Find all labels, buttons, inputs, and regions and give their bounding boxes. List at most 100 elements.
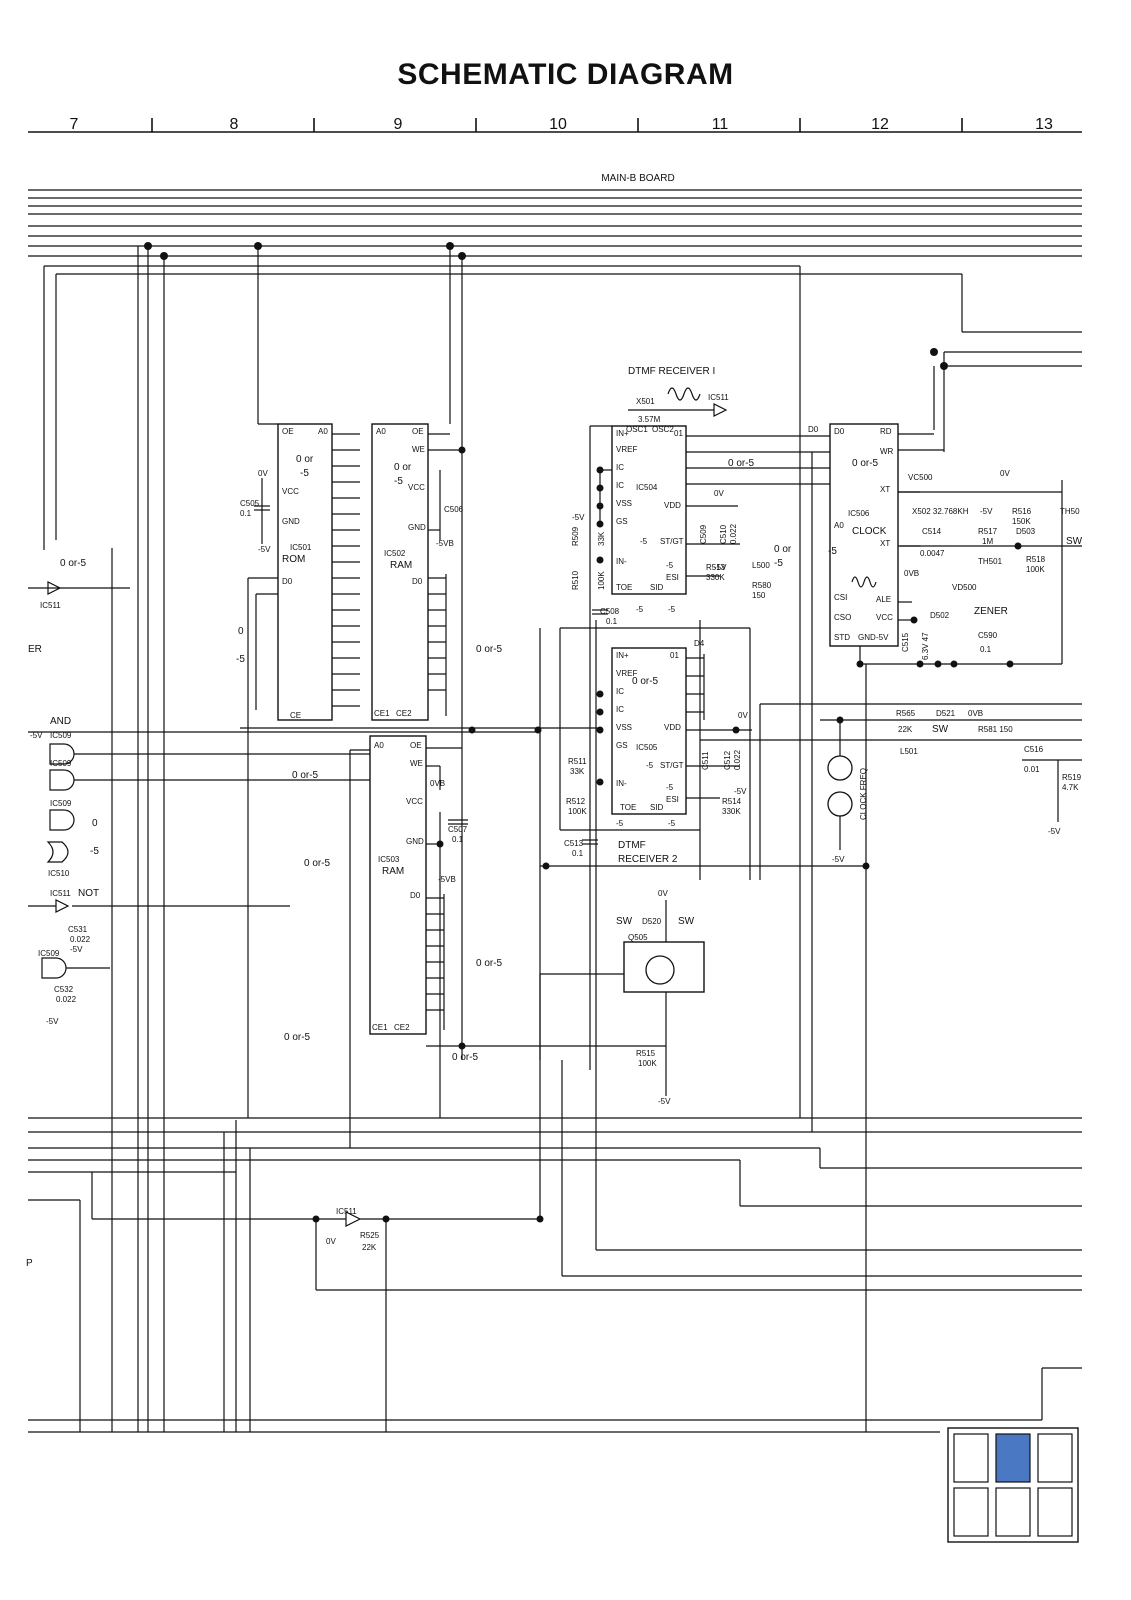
svg-text:VREF: VREF	[616, 669, 637, 678]
svg-text:1M: 1M	[982, 537, 993, 546]
svg-text:CE2: CE2	[396, 709, 412, 718]
svg-text:R514: R514	[722, 797, 742, 806]
svg-text:100K: 100K	[1026, 565, 1045, 574]
svg-text:A0: A0	[374, 741, 384, 750]
ic503-label: IC503	[378, 855, 400, 864]
svg-text:0V: 0V	[714, 489, 724, 498]
clock-freq-test-point-1	[827, 755, 853, 781]
svg-text:-5: -5	[636, 605, 644, 614]
svg-text:0.01: 0.01	[1024, 765, 1040, 774]
svg-text:-5V: -5V	[714, 563, 727, 572]
svg-text:0 or-5: 0 or-5	[632, 676, 659, 687]
svg-text:IN-: IN-	[616, 557, 627, 566]
svg-text:GND: GND	[282, 517, 300, 526]
svg-text:100K: 100K	[597, 571, 606, 590]
svg-text:-5: -5	[236, 654, 245, 665]
svg-text:C514: C514	[922, 527, 942, 536]
svg-text:R580: R580	[752, 581, 772, 590]
svg-text:NOT: NOT	[78, 888, 99, 899]
dtmf1-label: DTMF RECEIVER I	[628, 366, 715, 377]
ic503-ram: A0 OE WE VCC GND IC503 RAM D0 CE1 CE2 0V…	[349, 735, 468, 1148]
svg-text:IC511: IC511	[336, 1207, 357, 1216]
svg-text:-5V: -5V	[1048, 827, 1061, 836]
svg-text:GND: GND	[406, 837, 424, 846]
svg-text:XT: XT	[880, 485, 890, 494]
svg-text:0 or-5: 0 or-5	[476, 644, 503, 655]
page-navigator	[947, 1427, 1079, 1543]
svg-text:0.1: 0.1	[452, 835, 464, 844]
svg-text:150: 150	[752, 591, 766, 600]
svg-text:D0: D0	[410, 891, 421, 900]
svg-text:D502: D502	[930, 611, 950, 620]
svg-text:CSO: CSO	[834, 613, 851, 622]
svg-text:SW: SW	[678, 916, 695, 927]
svg-text:4.7K: 4.7K	[1062, 783, 1079, 792]
svg-text:R519: R519	[1062, 773, 1082, 782]
navigator-cell[interactable]	[995, 1487, 1031, 1537]
svg-text:VD500: VD500	[952, 583, 977, 592]
column-label: 13	[1035, 116, 1053, 133]
svg-text:0 or: 0 or	[394, 462, 412, 473]
navigator-cell[interactable]	[953, 1433, 989, 1483]
column-label: 10	[549, 116, 567, 133]
svg-text:0VB: 0VB	[904, 569, 919, 578]
svg-text:-5V: -5V	[572, 513, 585, 522]
svg-text:-5: -5	[90, 846, 99, 857]
svg-text:6.3V 47: 6.3V 47	[921, 632, 930, 660]
svg-text:C590: C590	[978, 631, 998, 640]
svg-text:0V: 0V	[738, 711, 748, 720]
svg-text:0 or-5: 0 or-5	[728, 458, 755, 469]
svg-text:-5V: -5V	[46, 1017, 59, 1026]
svg-text:ER: ER	[28, 644, 42, 655]
svg-text:RECEIVER 2: RECEIVER 2	[618, 854, 678, 865]
svg-text:33K: 33K	[570, 767, 585, 776]
column-label: 7	[70, 116, 79, 133]
bus-lines-bottom	[28, 266, 1082, 1433]
svg-text:-5V: -5V	[832, 855, 845, 864]
navigator-cell[interactable]	[1037, 1487, 1073, 1537]
svg-text:Q505: Q505	[628, 933, 648, 942]
svg-text:VDD: VDD	[664, 723, 681, 732]
svg-text:IC: IC	[616, 687, 624, 696]
svg-text:CE2: CE2	[394, 1023, 410, 1032]
svg-text:0 or-5: 0 or-5	[852, 458, 879, 469]
bus-lines-top	[28, 189, 1082, 550]
svg-text:R581 150: R581 150	[978, 725, 1013, 734]
svg-text:-5: -5	[640, 537, 648, 546]
svg-text:3.57M: 3.57M	[638, 415, 661, 424]
svg-text:TH50: TH50	[1060, 507, 1080, 516]
svg-text:-5V: -5V	[258, 545, 271, 554]
svg-text:P: P	[26, 1258, 33, 1269]
column-label: 8	[230, 116, 239, 133]
navigator-cell-current[interactable]	[995, 1433, 1031, 1483]
svg-text:0.022: 0.022	[729, 523, 738, 544]
board-label: MAIN-B BOARD	[601, 173, 674, 184]
svg-text:IC511: IC511	[708, 393, 729, 402]
navigator-cell[interactable]	[1037, 1433, 1073, 1483]
svg-text:CE1: CE1	[374, 709, 390, 718]
svg-text:SW: SW	[616, 916, 633, 927]
svg-text:R525: R525	[360, 1231, 380, 1240]
ic505-label: IC505	[636, 743, 658, 752]
svg-text:GND: GND	[408, 523, 426, 532]
svg-text:22K: 22K	[898, 725, 913, 734]
svg-text:0 or-5: 0 or-5	[304, 858, 331, 869]
svg-text:C507: C507	[448, 825, 468, 834]
svg-text:TH501: TH501	[978, 557, 1003, 566]
svg-text:ESI: ESI	[666, 573, 679, 582]
svg-text:0V: 0V	[1000, 469, 1010, 478]
svg-text:VCC: VCC	[282, 487, 299, 496]
svg-text:GND: GND	[858, 633, 876, 642]
ic506-bus-label: D0	[808, 425, 819, 434]
svg-text:0 or-5: 0 or-5	[452, 1052, 479, 1063]
svg-text:-5V: -5V	[70, 945, 83, 954]
svg-text:IN+: IN+	[616, 429, 629, 438]
svg-text:A0: A0	[834, 521, 844, 530]
svg-text:OSC1: OSC1	[626, 425, 648, 434]
page-title: SCHEMATIC DIAGRAM	[397, 58, 734, 91]
svg-text:C532: C532	[54, 985, 74, 994]
navigator-cell[interactable]	[953, 1487, 989, 1537]
column-label: 11	[712, 116, 729, 133]
svg-text:ALE: ALE	[876, 595, 891, 604]
